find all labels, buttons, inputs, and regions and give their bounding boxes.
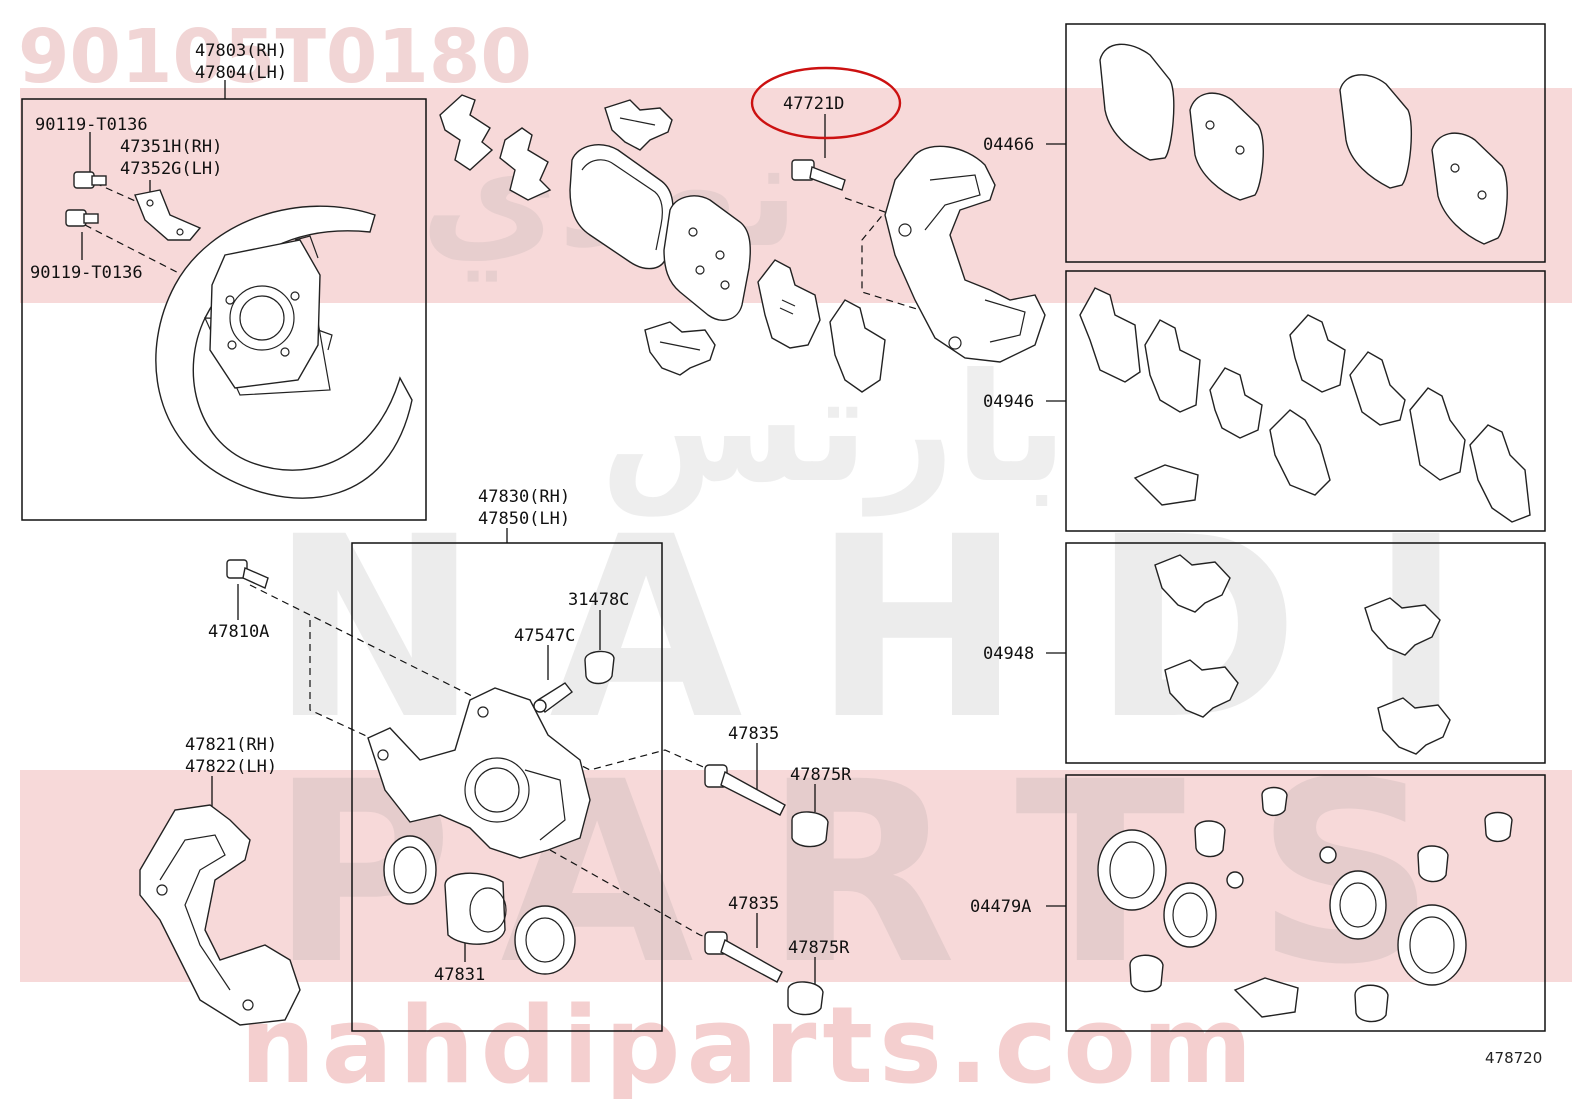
label-47822: 47822(LH) bbox=[185, 757, 277, 777]
watermark-part-number: 90105T0180 bbox=[18, 14, 532, 100]
bracket-47351 bbox=[134, 189, 202, 241]
piston-boot bbox=[514, 905, 576, 975]
watermark-url: nahdiparts.com bbox=[240, 984, 1259, 1099]
pad-kit-frame bbox=[1065, 23, 1546, 263]
label-47831: 47831 bbox=[434, 965, 485, 985]
bleeder-cap-31478c bbox=[584, 650, 615, 685]
label-47821: 47821(RH) bbox=[185, 735, 277, 755]
piston-47831 bbox=[444, 872, 507, 945]
label-47810a: 47810A bbox=[208, 622, 269, 642]
bolt-47721d bbox=[791, 159, 846, 191]
caliper-mounting-bracket bbox=[884, 145, 1046, 363]
anti-squeal-shim-1 bbox=[439, 94, 494, 171]
label-47850: 47850(LH) bbox=[478, 509, 570, 529]
pad-clip-top bbox=[604, 99, 673, 151]
bolt-90119-upper bbox=[73, 171, 107, 189]
bushing-47875r-upper bbox=[791, 811, 829, 848]
anti-squeal-shim-2 bbox=[499, 127, 552, 201]
diagram-number: 478720 bbox=[1485, 1049, 1542, 1067]
label-90119-upper: 90119-T0136 bbox=[35, 115, 148, 135]
label-04479a: 04479A bbox=[970, 897, 1031, 917]
anti-squeal-shim-3 bbox=[757, 259, 821, 349]
dust-cover-frame bbox=[21, 98, 427, 521]
bushing-47875r-lower bbox=[787, 981, 824, 1016]
fitting-kit-04948 bbox=[1154, 554, 1451, 755]
label-47835-upper: 47835 bbox=[728, 724, 779, 744]
label-47352: 47352G(LH) bbox=[120, 159, 222, 179]
label-47835-lower: 47835 bbox=[728, 894, 779, 914]
label-04946: 04946 bbox=[983, 392, 1034, 412]
label-47804: 47804(LH) bbox=[195, 63, 287, 83]
bolt-90119-lower bbox=[65, 209, 99, 227]
label-47547c: 47547C bbox=[514, 626, 575, 646]
highlight-ring bbox=[750, 66, 902, 140]
caliper-body bbox=[367, 687, 591, 859]
label-47875r-upper: 47875R bbox=[790, 765, 852, 785]
pad-kit-04466 bbox=[1099, 43, 1508, 245]
label-47721d: 47721D bbox=[783, 94, 844, 114]
mounting-bracket-47821 bbox=[139, 804, 301, 1026]
label-47830: 47830(RH) bbox=[478, 487, 570, 507]
bleeder-plug-47547c bbox=[533, 682, 573, 714]
label-90119-lower: 90119-T0136 bbox=[30, 263, 143, 283]
label-47803: 47803(RH) bbox=[195, 41, 287, 61]
slide-pin-47835-upper bbox=[704, 764, 786, 816]
watermark-band-bottom bbox=[20, 770, 1572, 982]
slide-pin-47835-lower bbox=[704, 931, 783, 983]
cylinder-kit-04479a bbox=[1097, 786, 1513, 1023]
disc-brake-pad-2 bbox=[663, 195, 751, 321]
anti-squeal-shim-4 bbox=[829, 299, 886, 393]
callout-labels: 47803(RH) 47804(LH) 90119-T0136 47351H(R… bbox=[30, 41, 1034, 985]
label-04466: 04466 bbox=[983, 135, 1034, 155]
label-47875r-lower: 47875R bbox=[788, 938, 850, 958]
label-47351: 47351H(RH) bbox=[120, 137, 222, 157]
highlighted-callout[interactable]: 47721D bbox=[750, 66, 902, 140]
pad-clip-bottom bbox=[644, 321, 716, 376]
piston-seal-47831 bbox=[383, 835, 437, 905]
dust-cover bbox=[155, 205, 413, 499]
label-31478c: 31478C bbox=[568, 590, 629, 610]
shim-kit-04946 bbox=[1079, 287, 1531, 523]
bolt-47810a bbox=[226, 559, 269, 589]
label-04948: 04948 bbox=[983, 644, 1034, 664]
cylinder-kit-frame bbox=[1065, 774, 1546, 1032]
